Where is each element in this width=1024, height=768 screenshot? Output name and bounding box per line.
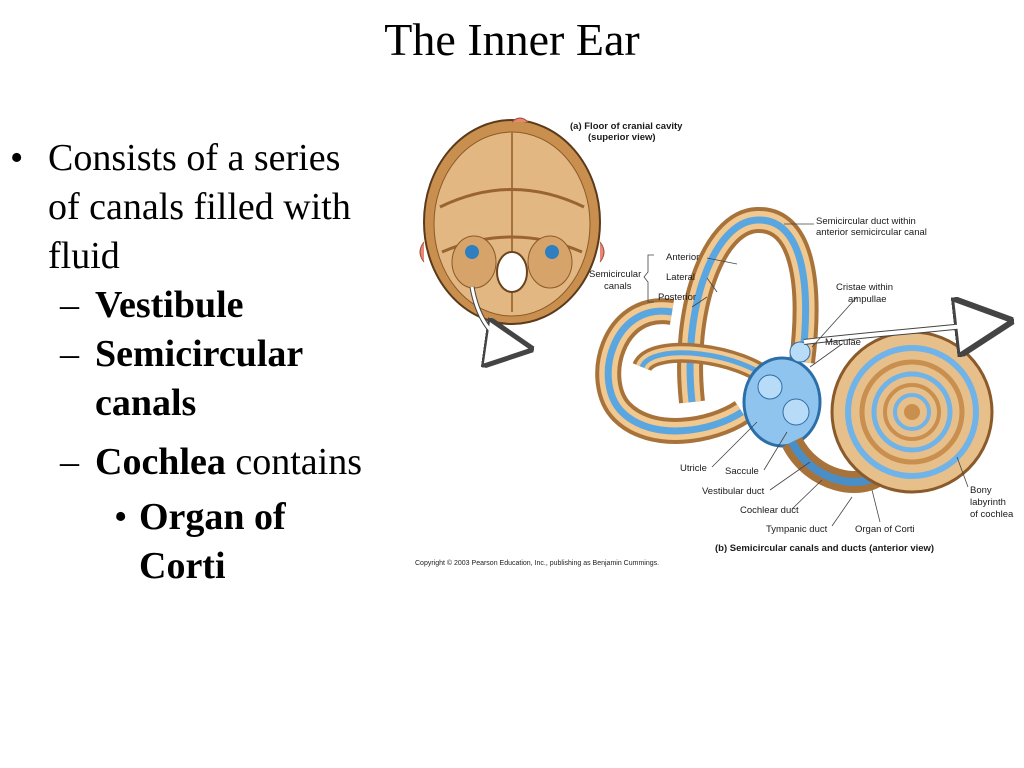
label-tympanic-duct: Tympanic duct (766, 524, 828, 535)
bullet-main-line-2: of canals filled with (48, 186, 351, 228)
bullet-list: • Consists of a series of canals filled … (10, 134, 410, 591)
label-bony-2: labyrinth (970, 497, 1006, 508)
label-semicircular-canals-1: Semicircular (589, 269, 641, 280)
label-maculae: Maculae (825, 337, 861, 348)
label-semicircular-duct-2: anterior semicircular canal (816, 227, 927, 238)
bullet-main: • Consists of a series of canals filled … (10, 134, 410, 281)
label-posterior: Posterior (658, 292, 696, 303)
caption-a-line-2: (superior view) (588, 132, 656, 143)
label-utricle: Utricle (680, 463, 707, 474)
organ-label-line-1: Organ of (139, 496, 286, 538)
sub-sub-bullet-dot: • (114, 496, 128, 538)
sub-bullet-semicircular: – Semicircular canals (10, 330, 410, 428)
inner-ear-figure: (a) Floor of cranial cavity (superior vi… (412, 112, 1024, 572)
label-semicircular-canals-2: canals (604, 281, 632, 292)
caption-b: (b) Semicircular canals and ducts (anter… (715, 543, 934, 554)
skull-floor-illustration (419, 117, 605, 348)
inner-ear-illustration: (a) Floor of cranial cavity (superior vi… (415, 117, 1024, 567)
label-anterior: Anterior (666, 252, 699, 263)
caption-a-line-1: (a) Floor of cranial cavity (570, 121, 683, 132)
label-saccule: Saccule (725, 466, 759, 477)
label-organ-of-corti: Organ of Corti (855, 524, 915, 535)
semicircular-label-line-1: Semicircular (95, 333, 304, 375)
label-cristae-2: ampullae (848, 294, 887, 305)
labyrinth-illustration (595, 207, 1002, 494)
bullet-main-line-3: fluid (48, 235, 120, 277)
organ-label-line-2: Corti (139, 545, 226, 587)
sub-sub-bullet-organ: • Organ of Corti (10, 493, 410, 591)
sub-bullet-dash: – (60, 284, 79, 326)
slide-title: The Inner Ear (384, 14, 640, 65)
label-semicircular-duct-1: Semicircular duct within (816, 216, 916, 227)
label-bony-3: of cochlea (970, 509, 1014, 520)
label-leader-lines (643, 223, 969, 527)
bullet-dot: • (10, 137, 24, 179)
sub-bullet-vestibule: – Vestibule (10, 281, 410, 330)
semicircular-label-line-2: canals (95, 382, 197, 424)
copyright-notice: Copyright © 2003 Pearson Education, Inc.… (415, 559, 659, 567)
sub-bullet-dash: – (60, 333, 79, 375)
vestibule-label: Vestibule (95, 284, 244, 326)
label-vestibular-duct: Vestibular duct (702, 486, 765, 497)
label-cochlear-duct: Cochlear duct (740, 505, 799, 516)
label-cristae-1: Cristae within (836, 282, 893, 293)
cochlea-label: Cochlea (95, 441, 226, 483)
bullet-main-line-1: Consists of a series (48, 137, 341, 179)
label-lateral: Lateral (666, 272, 695, 283)
contains-text: contains (225, 441, 363, 483)
label-bony-1: Bony (970, 485, 992, 496)
sub-bullet-cochlea: – Cochlea contains (10, 438, 410, 487)
sub-bullet-dash: – (60, 441, 79, 483)
